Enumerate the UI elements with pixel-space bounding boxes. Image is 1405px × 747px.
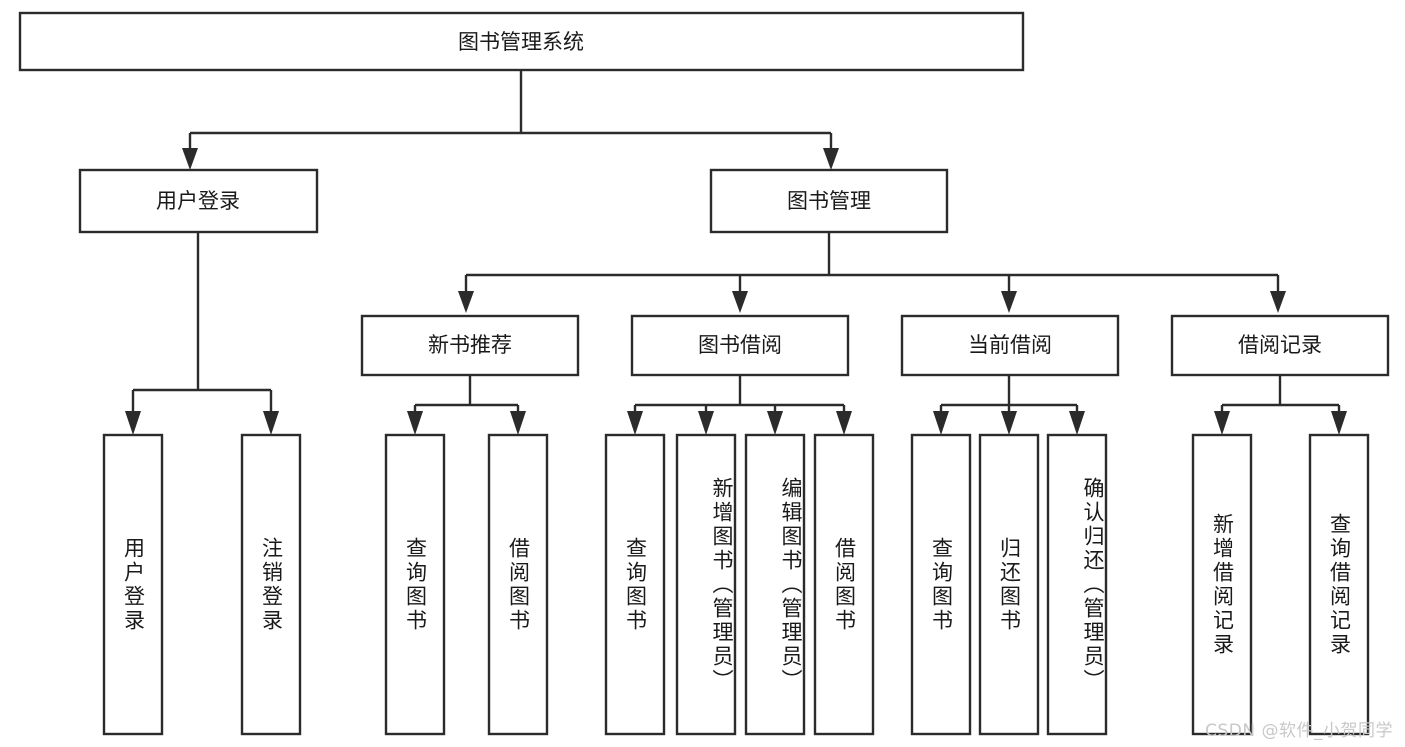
arrow-to-borrow-record [1270,291,1286,313]
node-new-book-recommend[interactable]: 新书推荐 [360,314,580,377]
leaf-boxes-group [102,433,1370,736]
node-book-borrow[interactable]: 图书借阅 [630,314,850,377]
leaf-box-user-login[interactable] [102,433,164,736]
arrow-to-leaf-cb-return-book [1001,411,1017,435]
leaf-box-cb-confirm-return[interactable] [1046,433,1108,736]
leaf-box-bb-edit-book[interactable] [744,433,806,736]
edge-user-login-to-leaves [131,232,273,413]
edge-borrow-record-to-leaves [1220,375,1341,413]
arrow-to-leaf-bb-query-book [627,411,643,435]
leaf-box-br-add-record[interactable] [1191,433,1253,736]
edge-new-book-recommend-to-leaves [413,375,520,413]
arrow-to-new-book-recommend [458,291,474,313]
book-management-label: 图书管理 [787,189,871,213]
node-book-management[interactable]: 图书管理 [709,168,949,234]
leaf-box-bb-add-book[interactable] [675,433,737,736]
arrow-to-leaf-bb-borrow-book [836,411,852,435]
node-current-borrow[interactable]: 当前借阅 [900,314,1120,377]
edge-current-borrow-to-leaves [939,375,1079,413]
arrow-to-leaf-user-login [125,411,141,435]
arrow-to-leaf-logout [263,411,279,435]
edge-root-to-level2 [188,70,833,150]
arrow-to-user-login [182,148,198,170]
node-root-book-management-system[interactable]: 图书管理系统 [18,11,1025,72]
book-management-box[interactable] [709,168,949,234]
arrow-to-book-management [823,148,839,170]
edge-book-borrow-to-leaves [633,375,846,413]
arrow-to-leaf-cb-confirm-return [1069,411,1085,435]
leaf-box-nbr-borrow-book[interactable] [487,433,549,736]
leaf-box-cb-return-book[interactable] [978,433,1040,736]
leaf-box-nbr-query-book[interactable] [384,433,446,736]
new-book-recommend-label: 新书推荐 [428,333,512,357]
arrow-to-current-borrow [1001,291,1017,313]
edge-book-management-to-level3 [464,232,1280,293]
book-borrow-label: 图书借阅 [698,333,782,357]
root-box[interactable] [18,11,1025,72]
leaf-box-bb-borrow-book[interactable] [813,433,875,736]
current-borrow-box[interactable] [900,314,1120,377]
user-login-label: 用户登录 [156,189,240,213]
borrow-record-label: 借阅记录 [1238,333,1322,357]
arrow-to-leaf-nbr-query-book [407,411,423,435]
leaf-box-bb-query-book[interactable] [604,433,666,736]
arrow-to-leaf-nbr-borrow-book [510,411,526,435]
book-borrow-box[interactable] [630,314,850,377]
user-login-box[interactable] [78,168,319,234]
root-label: 图书管理系统 [458,30,584,54]
leaf-box-cb-query-book[interactable] [910,433,972,736]
arrow-to-leaf-br-add-record [1214,411,1230,435]
arrow-to-leaf-bb-add-book [698,411,714,435]
leaf-box-logout[interactable] [240,433,302,736]
connectors-group [125,70,1347,435]
leaf-box-br-query-record[interactable] [1308,433,1370,736]
node-user-login[interactable]: 用户登录 [78,168,319,234]
arrow-to-leaf-cb-query-book [933,411,949,435]
current-borrow-label: 当前借阅 [968,333,1052,357]
new-book-recommend-box[interactable] [360,314,580,377]
borrow-record-box[interactable] [1170,314,1390,377]
node-borrow-record[interactable]: 借阅记录 [1170,314,1390,377]
arrow-to-leaf-bb-edit-book [767,411,783,435]
arrow-to-leaf-br-query-record [1331,411,1347,435]
arrow-to-book-borrow [732,291,748,313]
